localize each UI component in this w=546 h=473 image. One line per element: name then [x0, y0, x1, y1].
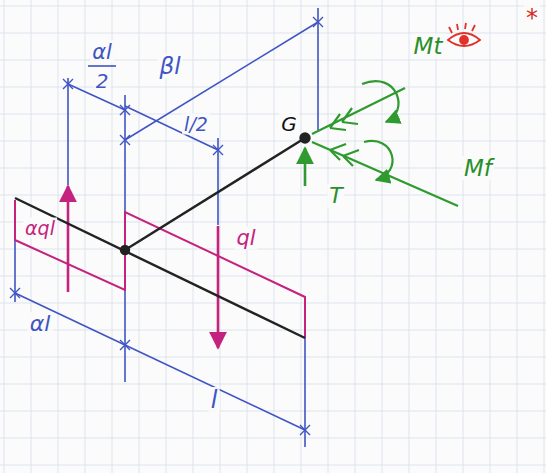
- grid-line: [274, 0, 275, 473]
- grid-line: [301, 0, 302, 473]
- grid-line: [85, 0, 86, 473]
- grid-line: [0, 303, 546, 304]
- distributed-loads: [15, 186, 305, 348]
- resultant-arrow: [67, 186, 70, 292]
- tick-mark: [120, 105, 130, 115]
- dimension-label: αl: [28, 312, 53, 336]
- point-g: [301, 134, 310, 143]
- note-mark: *: [524, 5, 540, 31]
- grid-line: [0, 60, 546, 61]
- grid-line: [0, 195, 546, 196]
- resultant-arrow: [217, 226, 220, 348]
- grid-line: [0, 249, 546, 250]
- dimension-label: l/2: [182, 114, 210, 135]
- grid-line: [355, 0, 356, 473]
- extension-line: [317, 8, 319, 130]
- grid-line: [409, 0, 410, 473]
- grid-line: [0, 384, 546, 385]
- dimension-label: l: [209, 387, 220, 413]
- action-label: T: [327, 184, 344, 208]
- action-label: Mt: [412, 34, 445, 59]
- joint: [121, 246, 129, 254]
- grid-line: [4, 0, 5, 473]
- grid-line: [463, 0, 464, 473]
- action-label: Mf: [462, 156, 494, 181]
- double-arrowhead: [330, 108, 358, 130]
- grid-line: [0, 438, 546, 439]
- grid-line: [0, 330, 546, 331]
- grid-line: [112, 0, 113, 473]
- torque-curl: [362, 81, 398, 122]
- grid-line: [0, 6, 546, 7]
- extension-line: [67, 78, 69, 185]
- dimension-label: αl: [90, 41, 114, 64]
- grid-line: [220, 0, 221, 473]
- dimension-line: [125, 345, 305, 430]
- eye-outline: [448, 33, 480, 46]
- load-outline: [125, 212, 305, 338]
- grid-line: [436, 0, 437, 473]
- eye-pupil: [460, 36, 468, 44]
- tick-mark: [120, 340, 130, 350]
- grid-line: [0, 276, 546, 277]
- eye-symbol: [448, 23, 480, 46]
- tick-marks: [10, 17, 323, 435]
- tick-mark: [313, 17, 323, 27]
- grid-line: [0, 465, 546, 466]
- tick-mark: [300, 425, 310, 435]
- grid-line: [193, 0, 194, 473]
- grid-line: [0, 357, 546, 358]
- dimension-line: [125, 106, 218, 150]
- grid-line: [382, 0, 383, 473]
- dimension-lines: [10, 8, 323, 447]
- torque-axis: [312, 88, 405, 134]
- grid-line: [0, 222, 546, 223]
- load-outline: [15, 200, 125, 290]
- grid-line: [0, 411, 546, 412]
- tick-mark: [213, 145, 223, 155]
- arm: [125, 138, 305, 250]
- eyelashes: [449, 23, 475, 33]
- grid-line: [328, 0, 329, 473]
- fraction-bar: [88, 65, 116, 67]
- beam: [15, 198, 305, 338]
- grid-line: [0, 87, 546, 88]
- load-label: αql: [23, 218, 57, 239]
- dimension-line: [125, 22, 318, 140]
- grid-line: [139, 0, 140, 473]
- moment-curl: [364, 141, 393, 180]
- grid-line: [517, 0, 518, 473]
- grid-line: [0, 114, 546, 115]
- grid-line: [544, 0, 545, 473]
- double-arrowhead: [330, 144, 359, 166]
- tick-mark: [10, 288, 20, 298]
- shear-arrow: [304, 148, 307, 186]
- dimension-label: 2: [94, 70, 111, 92]
- structure: [15, 134, 310, 339]
- load-label: ql: [234, 227, 257, 250]
- tick-mark: [120, 135, 130, 145]
- dimension-line: [15, 293, 125, 345]
- point-label: G: [279, 113, 299, 135]
- grid-line: [58, 0, 59, 473]
- tick-mark: [63, 79, 73, 89]
- grid-line: [0, 141, 546, 142]
- dimension-label: βl: [157, 54, 182, 79]
- grid-line: [490, 0, 491, 473]
